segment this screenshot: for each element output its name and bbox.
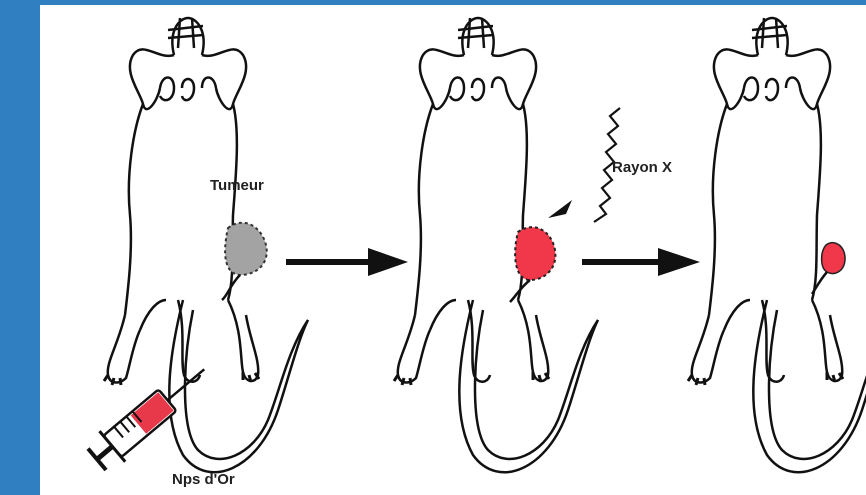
arrow-step-2 [582,248,700,276]
tumor-reduced [822,243,845,274]
xray-beam [548,108,620,222]
tumor-untreated [225,223,267,275]
syringe-icon [84,354,217,475]
label-xray: Rayon X [612,159,672,176]
mouse-before-treatment [104,18,308,472]
arrow-step-1 [286,248,408,276]
tumor-irradiated [515,227,555,280]
label-tumor: Tumeur [210,177,264,194]
label-gold-nanoparticles: Nps d'Or [172,471,235,488]
mouse-during-irradiation [394,18,598,472]
